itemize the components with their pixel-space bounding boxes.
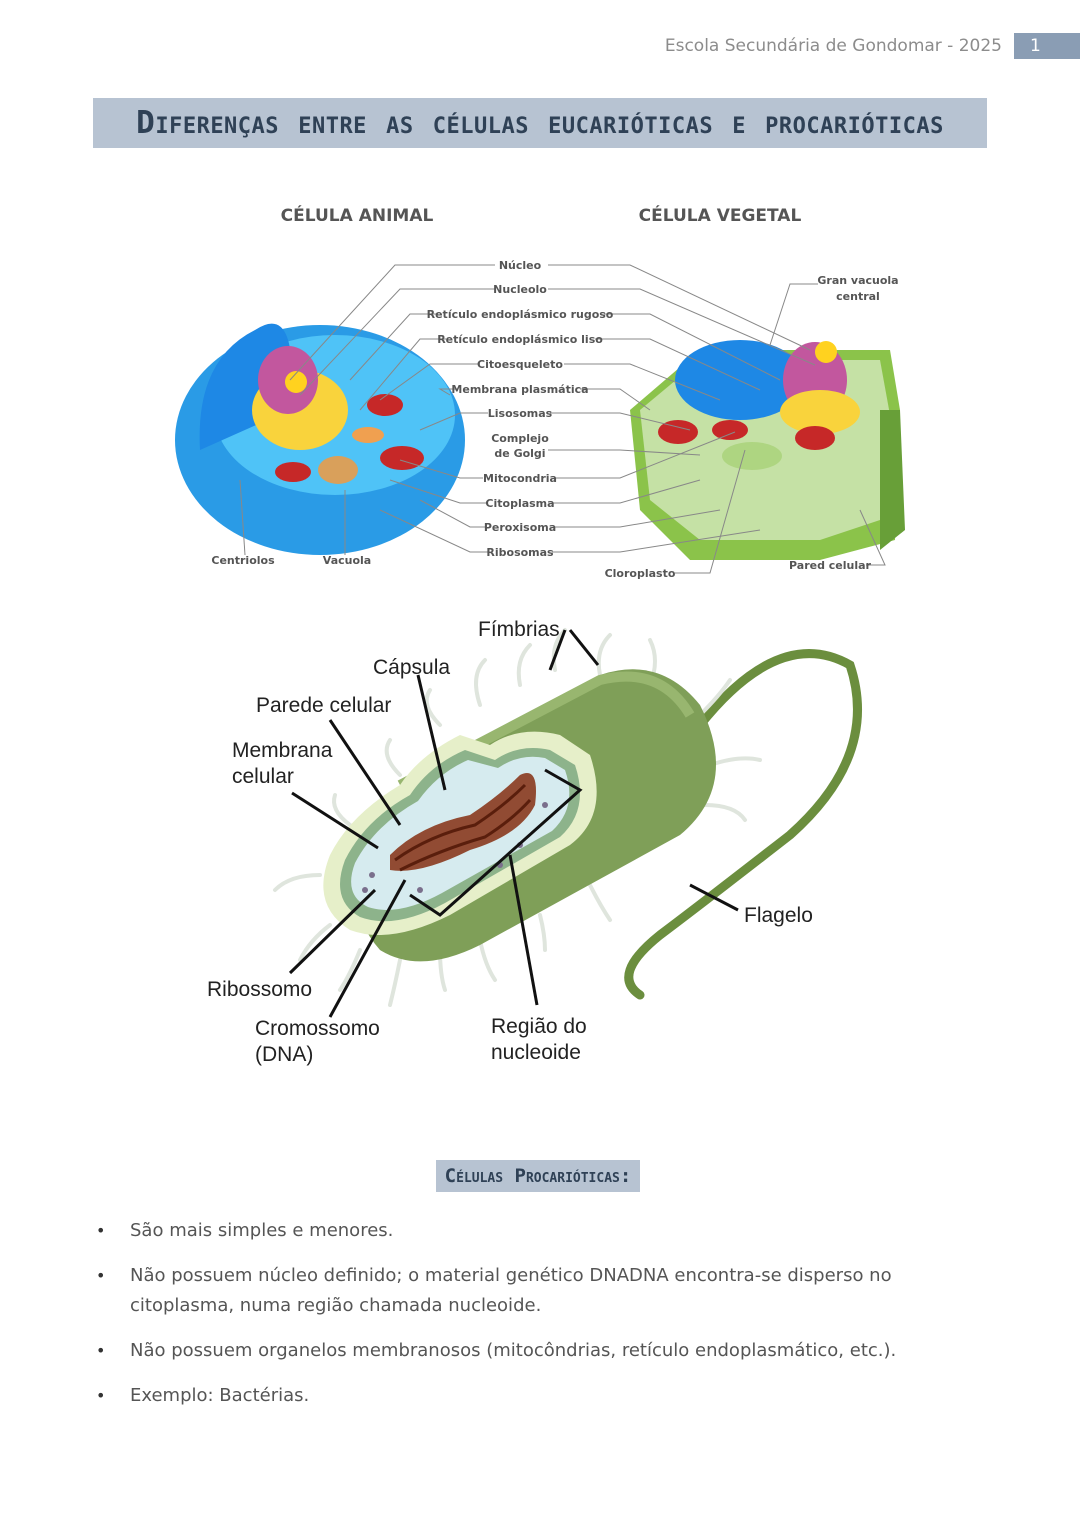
label-regiao-do: Região do [491, 1015, 587, 1038]
school-header: Escola Secundária de Gondomar - 2025 [664, 36, 1002, 56]
leader-lines [239, 264, 886, 574]
label-parede-celular: Parede celular [256, 694, 391, 717]
animal-cell-illustration [175, 323, 465, 555]
list-item: • Não possuem organelos membranosos (mito… [96, 1336, 996, 1366]
pointer-lines [288, 629, 739, 1018]
label-capsula: Cápsula [373, 656, 450, 679]
label-nucleo: Núcleo [499, 259, 542, 272]
bullet-dot: • [96, 1386, 106, 1405]
animal-cell-title: CÉLULA ANIMAL [281, 204, 434, 226]
label-gran-vacuola: Gran vacuola [817, 274, 898, 287]
prokaryotic-cell-figure: Fímbrias Cápsula Parede celular Membrana… [207, 618, 862, 1066]
bullet-text: Não possuem organelos membranosos (mitoc… [130, 1340, 897, 1361]
label-ribossomo: Ribossomo [207, 978, 312, 1001]
label-rel: Retículo endoplásmico liso [437, 333, 603, 346]
label-mitocondria: Mitocondria [483, 472, 557, 485]
bullet-dot: • [96, 1221, 106, 1240]
label-rer: Retículo endoplásmico rugoso [427, 308, 614, 321]
label-cromossomo: Cromossomo [255, 1017, 380, 1040]
bullet-text: São mais simples e menores. [130, 1220, 394, 1241]
plant-cell-title: CÉLULA VEGETAL [639, 204, 802, 226]
label-cloroplasto: Cloroplasto [605, 567, 676, 580]
section-heading-box: Células Procarióticas: [436, 1160, 640, 1192]
label-central: central [836, 290, 880, 303]
label-complejo: Complejo [491, 432, 549, 445]
bullet-dot: • [96, 1341, 106, 1360]
bullet-dot: • [96, 1266, 106, 1285]
page-title-box: Diferenças entre as células eucarióticas… [93, 98, 987, 148]
label-flagelo: Flagelo [744, 904, 813, 927]
label-centriolos: Centriolos [211, 554, 275, 567]
label-lisosomas: Lisosomas [488, 407, 553, 420]
bullet-list: • São mais simples e menores. • Não possue… [96, 1216, 996, 1426]
label-citoesqueleto: Citoesqueleto [477, 358, 563, 371]
label-pared-celular: Pared celular [789, 559, 872, 572]
section-heading: Células Procarióticas: [444, 1165, 632, 1187]
list-item: • São mais simples e menores. [96, 1216, 996, 1246]
label-nucleolo: Nucleolo [493, 283, 547, 296]
label-fimbrias: Fímbrias [478, 618, 560, 641]
list-item: • Exemplo: Bactérias. [96, 1381, 996, 1411]
bullet-text: Não possuem núcleo definido; o material … [130, 1265, 892, 1316]
label-membrana-plasmatica: Membrana plasmática [451, 383, 588, 396]
label-peroxisoma: Peroxisoma [484, 521, 556, 534]
bullet-text: Exemplo: Bactérias. [130, 1385, 310, 1406]
label-membrana: Membrana [232, 739, 333, 762]
plant-cell-illustration [630, 340, 905, 560]
label-citoplasma: Citoplasma [485, 497, 554, 510]
label-dna: (DNA) [255, 1043, 313, 1066]
label-vacuola: Vacuola [323, 554, 371, 567]
label-celular: celular [232, 765, 294, 788]
page-title: Diferenças entre as células eucarióticas… [136, 105, 944, 141]
list-item: • Não possuem núcleo definido; o material… [96, 1261, 996, 1321]
page-number-badge: 1 [1014, 33, 1080, 59]
eukaryotic-cells-figure: CÉLULA ANIMAL CÉLULA VEGETAL [175, 204, 905, 580]
label-nucleoide: nucleoide [491, 1041, 581, 1064]
label-ribosomas: Ribosomas [486, 546, 554, 559]
label-golgi: de Golgi [494, 447, 545, 460]
bacterium-illustration [273, 628, 862, 1007]
